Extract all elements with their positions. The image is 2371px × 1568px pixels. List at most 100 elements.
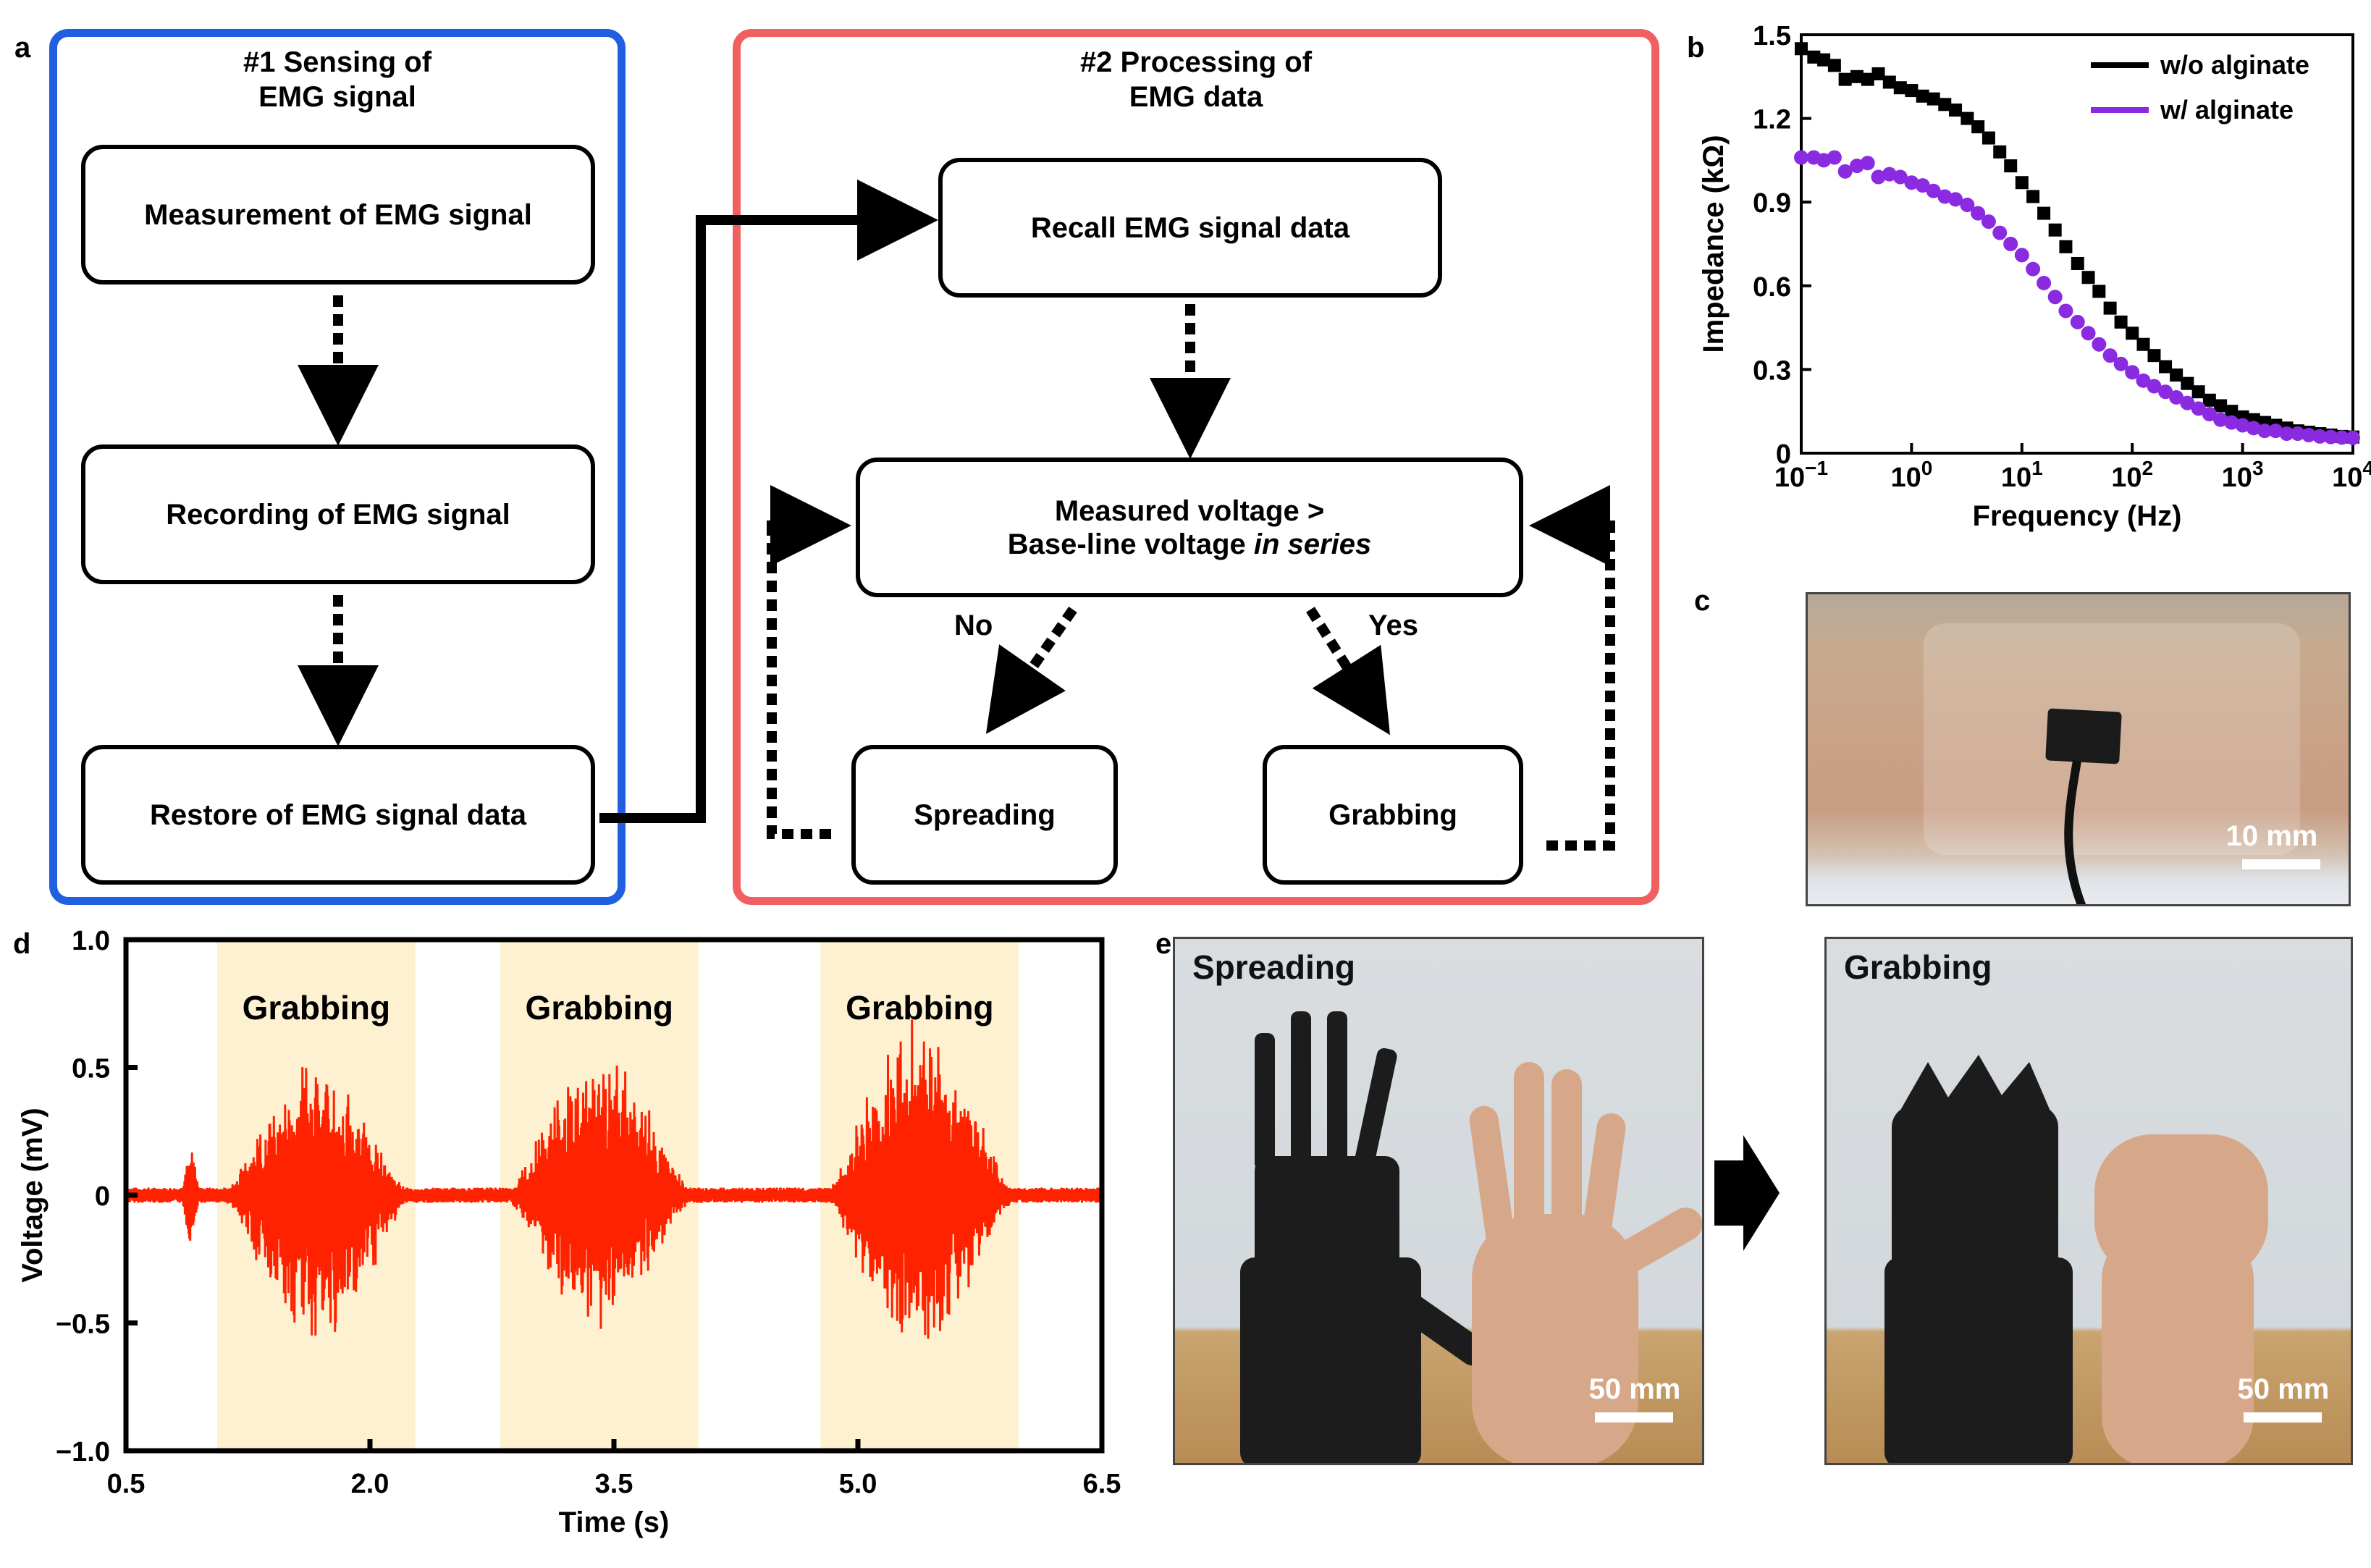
point-0-9 [1893, 81, 1907, 95]
grabbing-box: Grabbing [1263, 745, 1523, 885]
point-1-23 [2047, 290, 2063, 305]
flow-arrows [298, 180, 1615, 851]
spreading-photo: Spreading 50 mm [1173, 937, 1704, 1465]
yes-label: Yes [1368, 610, 1418, 641]
point-0-11 [1916, 89, 1929, 103]
point-0-2 [1817, 53, 1831, 67]
point-1-43 [2268, 423, 2283, 439]
point-1-50 [2346, 430, 2360, 445]
point-0-7 [1871, 67, 1885, 80]
point-0-0 [1795, 42, 1808, 56]
decision-line-2-text: Base-line voltage [1007, 528, 1254, 560]
point-1-27 [2092, 337, 2107, 352]
point-0-6 [1861, 72, 1874, 86]
point-0-30 [2126, 326, 2139, 340]
point-0-37 [2202, 393, 2216, 407]
point-1-44 [2279, 426, 2294, 442]
point-1-18 [1992, 225, 2008, 240]
y-tick-label-3: 0.5 [72, 1054, 110, 1084]
spreading-photo-title: Spreading [1192, 948, 1355, 986]
point-1-28 [2102, 348, 2118, 363]
transition-arrow [1714, 1135, 1780, 1251]
point-1-3 [1827, 150, 1842, 165]
point-0-28 [2103, 301, 2117, 315]
point-0-25 [2071, 256, 2084, 270]
y-tick-label-1: 0.3 [1753, 355, 1791, 386]
electrode-photo: 10 mm [1806, 592, 2351, 906]
grabbing-photo: Grabbing 50 mm [1824, 937, 2353, 1465]
arrow-to-grabbing [1306, 607, 1391, 735]
point-1-31 [2136, 373, 2151, 388]
panel-label-b: b [1687, 32, 1705, 64]
decision-box: Measured voltage > Base-line voltage in … [856, 458, 1523, 597]
grabbing-label-0: Grabbing [243, 989, 390, 1027]
point-0-31 [2136, 337, 2150, 351]
panel-label-e: e [1155, 928, 1172, 960]
point-1-29 [2113, 356, 2128, 371]
x-tick-label-4: 103 [2222, 457, 2264, 493]
point-0-34 [2170, 368, 2183, 382]
grabbing-scene [1884, 1055, 2268, 1463]
point-0-4 [1838, 72, 1852, 86]
arrow-restore-to-recall [599, 180, 938, 823]
point-0-10 [1905, 84, 1919, 98]
point-0-29 [2114, 315, 2128, 329]
y-tick-label-4: 1.0 [72, 926, 110, 956]
point-0-18 [1993, 145, 2007, 159]
legend-label-0: w/o alginate [2160, 50, 2309, 80]
point-1-37 [2202, 407, 2217, 422]
point-1-19 [2003, 237, 2018, 251]
point-1-4 [1837, 164, 1853, 179]
point-0-26 [2081, 271, 2095, 284]
point-1-14 [1948, 192, 1963, 207]
y-tick-label-4: 1.2 [1753, 105, 1791, 135]
point-1-45 [2290, 426, 2305, 442]
y-tick-label-2: 0.6 [1753, 272, 1791, 303]
decision-line-1: Measured voltage > [1054, 494, 1325, 527]
point-0-38 [2214, 399, 2228, 413]
point-0-1 [1807, 50, 1821, 64]
point-0-5 [1850, 69, 1863, 83]
point-1-49 [2334, 430, 2349, 445]
point-1-24 [2058, 303, 2073, 319]
x-tick-label-3: 5.0 [839, 1469, 877, 1499]
point-1-42 [2257, 423, 2273, 439]
point-0-17 [1982, 131, 1995, 145]
point-1-46 [2301, 427, 2317, 442]
restore-box: Restore of EMG signal data [81, 745, 595, 885]
grabbing-photo-title: Grabbing [1844, 948, 1992, 986]
x-tick-label-5: 104 [2332, 457, 2371, 493]
scale-bar-c [2242, 859, 2320, 869]
point-0-22 [2037, 206, 2051, 220]
x-tick-label-4: 6.5 [1083, 1469, 1121, 1499]
electrode-cable [2064, 759, 2086, 904]
panel-label-a: a [14, 32, 31, 64]
y-tick-label-3: 0.9 [1753, 188, 1791, 219]
point-1-25 [2070, 314, 2085, 329]
point-1-6 [1860, 156, 1875, 171]
scale-bar-e-left [1595, 1412, 1673, 1422]
point-1-17 [1981, 214, 1996, 229]
point-1-36 [2191, 401, 2206, 416]
point-1-9 [1892, 169, 1908, 185]
point-1-39 [2224, 415, 2239, 430]
point-0-23 [2048, 223, 2062, 237]
point-1-10 [1904, 175, 1919, 190]
plot-frame [1800, 33, 2354, 455]
x-axis-label: Time (s) [559, 1506, 670, 1538]
point-0-39 [2225, 405, 2239, 418]
point-1-26 [2081, 326, 2096, 341]
point-0-8 [1882, 75, 1896, 89]
point-1-0 [1794, 150, 1808, 165]
point-1-21 [2026, 261, 2041, 277]
point-0-19 [2004, 159, 2018, 173]
point-1-48 [2323, 429, 2338, 444]
point-1-11 [1915, 178, 1930, 193]
spreading-box: Spreading [851, 745, 1118, 885]
point-1-7 [1871, 169, 1886, 185]
point-1-47 [2312, 429, 2328, 444]
y-tick-label-1: −0.5 [56, 1310, 110, 1340]
x-tick-label-0: 0.5 [107, 1469, 146, 1499]
